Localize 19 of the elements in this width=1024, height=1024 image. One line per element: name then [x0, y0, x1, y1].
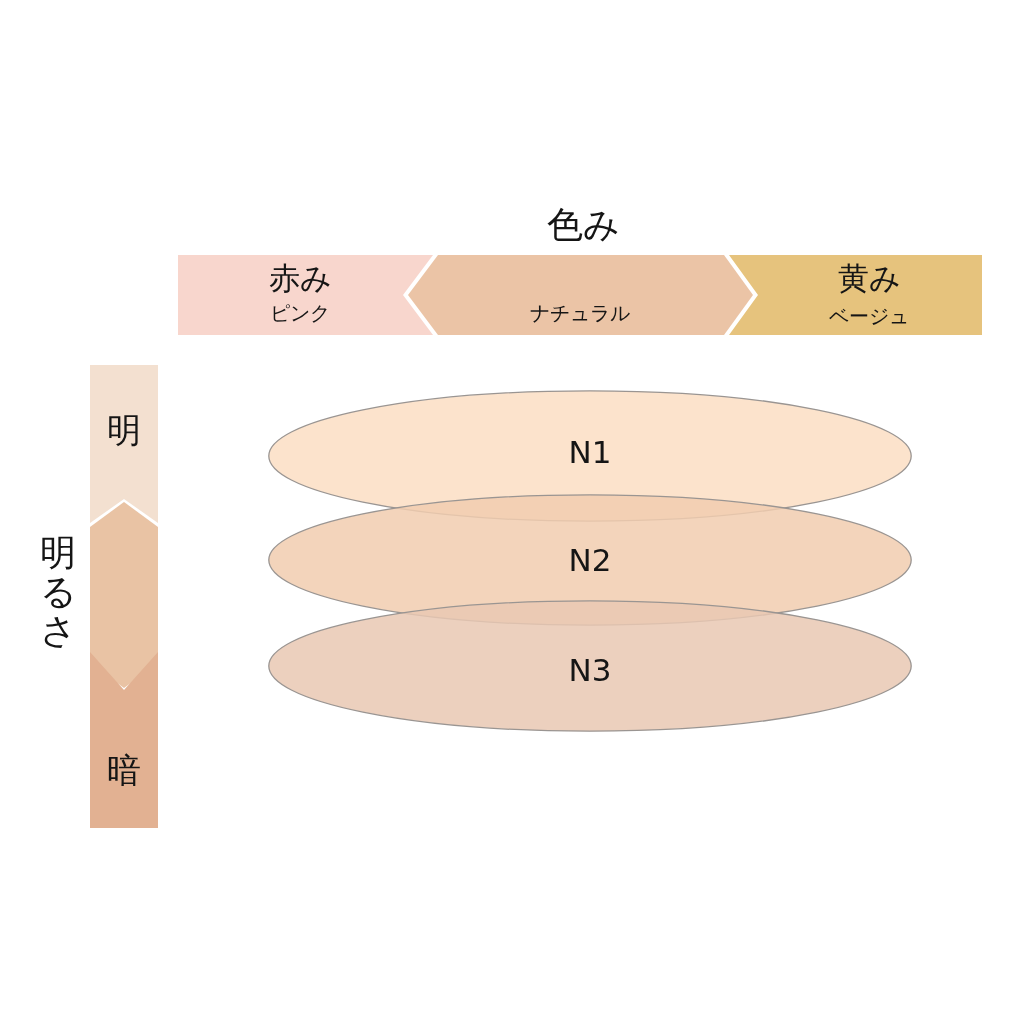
band-segment [178, 255, 434, 335]
band-segment [729, 255, 982, 335]
band-segment [90, 652, 158, 828]
band-sublabel: ナチュラル [530, 303, 630, 323]
band-label: 赤み [268, 262, 332, 294]
band-sublabel: ピンク [270, 303, 330, 323]
ellipse-label: N2 [568, 544, 612, 576]
axis-label: 色み [546, 207, 620, 243]
band-label: 明 [107, 413, 141, 447]
band-label: 暗 [107, 753, 141, 787]
axis-label: 明るさ [40, 533, 76, 651]
band-sublabel: ベージュ [829, 306, 909, 326]
ellipse-label: N3 [568, 654, 612, 686]
ellipse-shape [268, 600, 912, 732]
band-segment [408, 255, 753, 335]
band-segment [90, 365, 158, 523]
band-segment [90, 502, 158, 688]
band-label: 黄み [837, 262, 901, 294]
ellipse-label: N1 [568, 436, 612, 468]
